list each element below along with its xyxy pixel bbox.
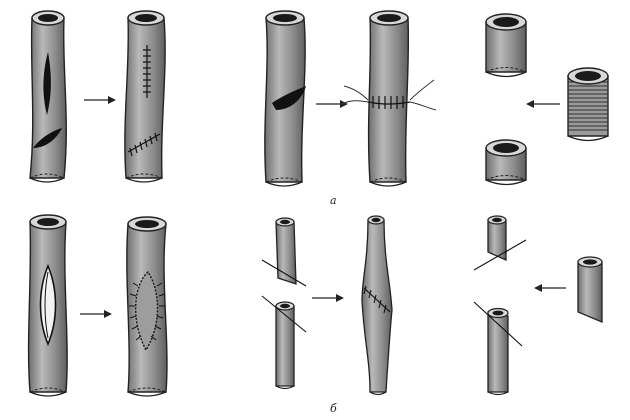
spindle-wound bbox=[39, 263, 57, 347]
vessel-with-lateral-wound bbox=[264, 10, 306, 187]
vascular-prosthesis bbox=[567, 67, 609, 142]
arrow-right-icon bbox=[80, 310, 112, 318]
arrow-right-icon bbox=[84, 96, 116, 104]
vessel-with-wounds bbox=[29, 10, 67, 183]
vessel-segment-upper bbox=[485, 13, 527, 78]
longitudinal-wound bbox=[43, 52, 51, 115]
vessel-cut-upper bbox=[261, 217, 307, 287]
vessel-cut-lower-right bbox=[473, 301, 523, 396]
oblique-wound bbox=[33, 128, 62, 148]
oblique-anastomosis-suture bbox=[363, 285, 391, 314]
circular-suture bbox=[367, 96, 411, 109]
arrow-right-icon bbox=[312, 294, 344, 302]
vessel-cut-upper-right bbox=[473, 215, 527, 271]
stay-sutures bbox=[341, 79, 437, 111]
vessel-with-spindle-wound bbox=[27, 214, 68, 397]
vessel-segment-lower bbox=[485, 139, 527, 186]
oblique-suture bbox=[127, 132, 161, 157]
arrow-left-icon bbox=[526, 100, 560, 108]
vessel-cut-lower bbox=[261, 295, 307, 390]
lateral-wound bbox=[272, 86, 306, 110]
vessel-circular-suture bbox=[341, 10, 437, 187]
vessel-sutured bbox=[124, 10, 166, 183]
row-a-label: а bbox=[330, 194, 337, 207]
row-b-label: б bbox=[330, 402, 337, 415]
patch-suture bbox=[135, 270, 159, 352]
arrow-right-icon bbox=[316, 100, 348, 108]
arrow-left-icon bbox=[534, 284, 566, 292]
vessel-with-patch bbox=[126, 216, 168, 397]
longitudinal-suture bbox=[143, 45, 151, 98]
vessel-graft bbox=[577, 256, 603, 323]
vessel-oblique-anastomosis bbox=[361, 215, 393, 396]
